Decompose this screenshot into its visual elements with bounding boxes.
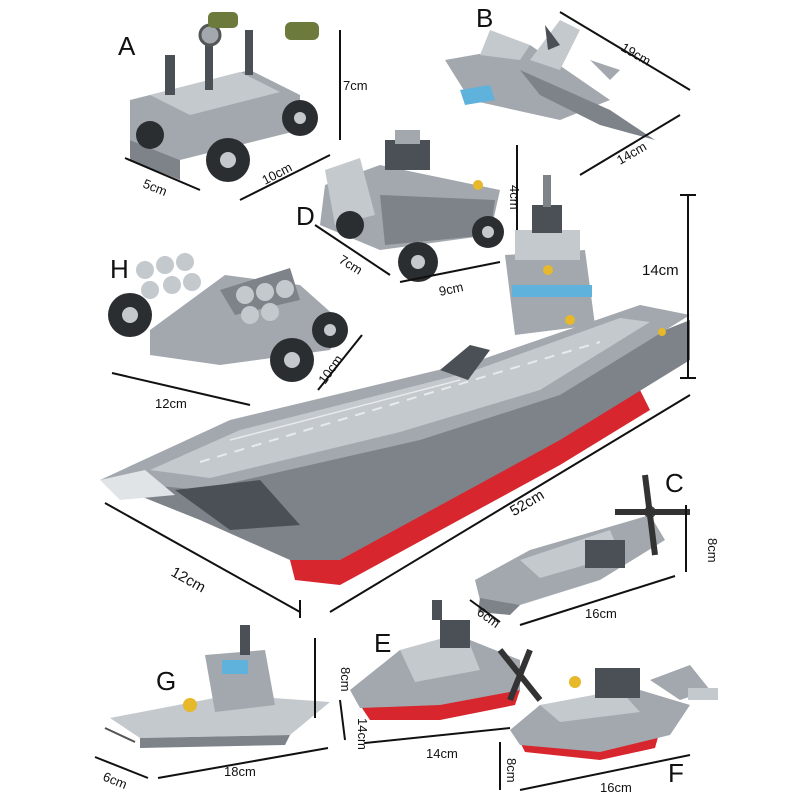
dim-e-width: 14cm <box>355 718 370 750</box>
dim-c-height: 8cm <box>705 538 720 563</box>
label-f: F <box>668 758 684 788</box>
dim-d-length: 9cm <box>438 279 465 299</box>
model-b-plane <box>445 20 655 140</box>
dim-a-length: 10cm <box>259 159 294 187</box>
dim-a-width: 5cm <box>141 176 169 199</box>
dim-carrier-width: 12cm <box>168 564 208 597</box>
label-d: D <box>296 201 315 231</box>
model-g-platform <box>104 625 330 748</box>
label-a: A <box>118 31 136 61</box>
dim-carrier-height: 14cm <box>642 262 679 279</box>
model-h-rocket-truck <box>108 253 348 382</box>
label-g: G <box>156 666 176 696</box>
dim-f-length: 16cm <box>600 780 632 795</box>
dim-e-length: 14cm <box>426 746 458 761</box>
dim-d-height: 4cm <box>507 185 522 210</box>
model-c-helicopter <box>475 474 690 615</box>
dim-h-length: 12cm <box>155 396 187 411</box>
model-f-gunship <box>510 665 718 760</box>
dim-c-length: 16cm <box>585 606 617 621</box>
dim-g-length: 18cm <box>224 764 256 779</box>
model-d-vehicle <box>320 130 504 282</box>
model-carrier <box>100 175 690 585</box>
label-e: E <box>374 628 391 658</box>
label-b: B <box>476 3 493 33</box>
dim-h-width: 10cm <box>315 352 346 387</box>
dim-g-width: 6cm <box>101 769 129 792</box>
dim-a-height: 7cm <box>343 78 368 93</box>
dim-g-height: 8cm <box>338 667 353 692</box>
model-e-hovercraft <box>350 600 543 720</box>
model-a-atv <box>130 12 319 182</box>
dim-f-height: 8cm <box>504 758 519 783</box>
label-c: C <box>665 468 684 498</box>
dim-b-span: 19cm <box>619 40 654 69</box>
dim-carrier-length: 52cm <box>507 486 547 519</box>
label-h: H <box>110 254 129 284</box>
